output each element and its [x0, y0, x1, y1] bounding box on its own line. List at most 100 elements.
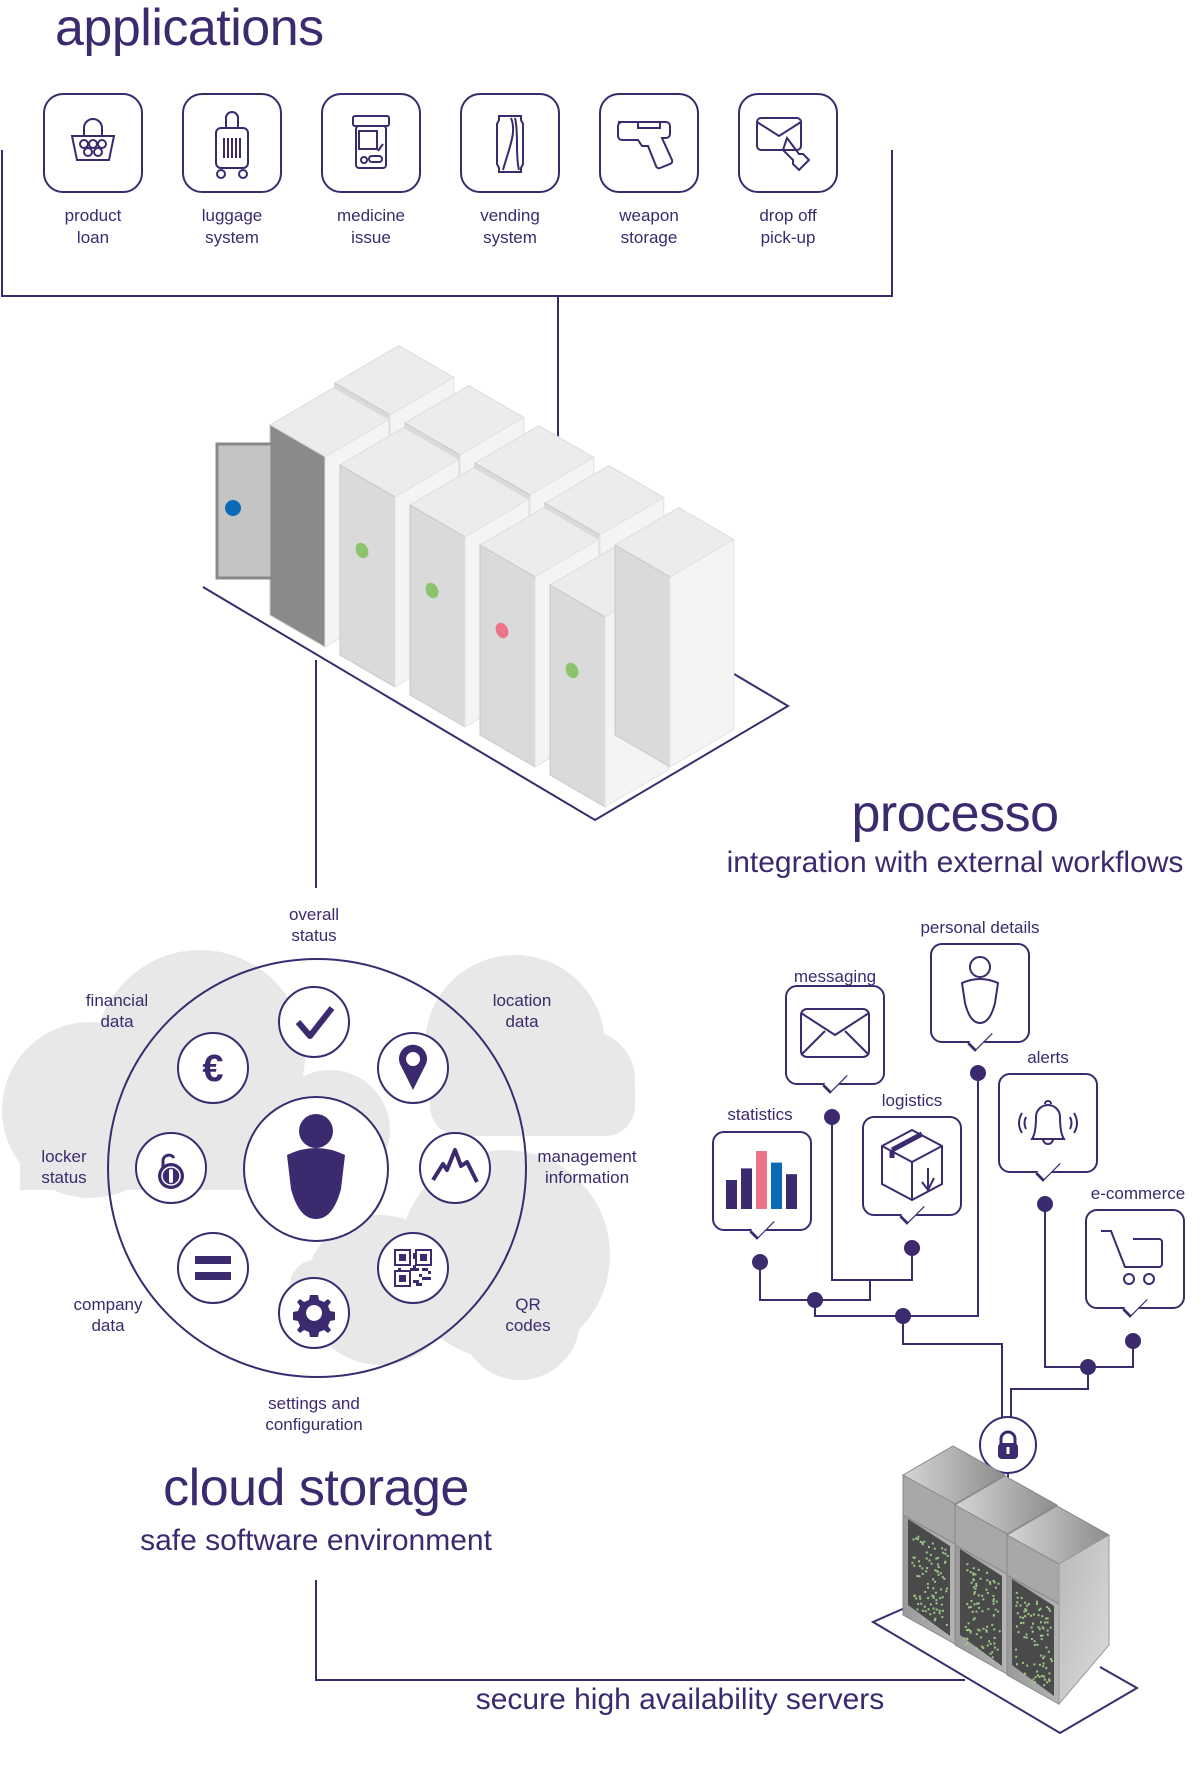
- node-alerts: [1037, 1196, 1053, 1212]
- app-label-line2: system: [483, 228, 537, 247]
- segment-locker-status[interactable]: [135, 1132, 207, 1204]
- node-junction-3: [1080, 1359, 1096, 1375]
- label-personal-details: personal details: [920, 918, 1040, 937]
- shopping-cart-icon: [1101, 1230, 1163, 1285]
- app-label-line2: loan: [76, 228, 110, 247]
- locker-back-5[interactable]: [614, 507, 735, 768]
- security-hub[interactable]: [979, 1416, 1037, 1474]
- locker-bank: [215, 345, 735, 808]
- segment-overall-status[interactable]: [278, 986, 350, 1058]
- processo-e-commerce[interactable]: [1085, 1209, 1185, 1329]
- node-logistics: [904, 1240, 920, 1256]
- app-label-line1: luggage: [201, 206, 263, 225]
- label-logistics: logistics: [881, 1091, 943, 1110]
- app-luggage-system[interactable]: luggage system: [182, 93, 282, 253]
- segment-qr-codes[interactable]: [377, 1232, 449, 1304]
- processo-statistics[interactable]: [712, 1131, 812, 1251]
- cloud-storage-title: cloud storage: [163, 1459, 469, 1517]
- applications-row: product loan luggage system medicine issue: [0, 93, 900, 263]
- node-junction-2: [895, 1308, 911, 1324]
- label-e-commerce: e-commerce: [1090, 1184, 1186, 1203]
- cloud-center-user[interactable]: [243, 1096, 389, 1242]
- app-medicine-issue[interactable]: medicine issue: [321, 93, 421, 253]
- label-statistics: statistics: [727, 1105, 793, 1124]
- bar-chart-icon: [726, 1151, 797, 1209]
- cloud-to-servers-line: [315, 1580, 965, 1681]
- status-light-red: [495, 622, 509, 639]
- envelope-hand-icon: [738, 93, 838, 193]
- app-vending-system[interactable]: vending system: [460, 93, 560, 253]
- app-label-line1: weapon: [619, 206, 679, 225]
- locker-bank-illustration: [215, 345, 735, 808]
- server-display: [908, 1519, 950, 1636]
- cloud-storage-subtitle: safe software environment: [140, 1524, 492, 1557]
- locker-open-door[interactable]: [215, 442, 274, 580]
- stat-bar: [771, 1162, 782, 1209]
- app-drop-off-pick-up[interactable]: drop off pick-up: [738, 93, 838, 253]
- applications-bracket: [1, 150, 893, 297]
- app-weapon-storage[interactable]: weapon storage: [599, 93, 699, 253]
- euro-icon: €: [202, 1048, 223, 1090]
- bell-icon: [1018, 1100, 1078, 1145]
- app-label-line1: product: [64, 206, 122, 225]
- server-side: [1058, 1534, 1110, 1706]
- segment-settings-configuration[interactable]: [278, 1277, 350, 1349]
- node-junction-1: [807, 1292, 823, 1308]
- status-light-green: [565, 662, 579, 679]
- segment-financial-data[interactable]: €: [177, 1032, 249, 1104]
- stat-bar: [756, 1151, 767, 1209]
- mountain-graph-icon: [431, 1148, 479, 1183]
- processo-personal-details[interactable]: [930, 943, 1030, 1063]
- user-icon: [287, 1114, 345, 1219]
- svg-text:€: €: [202, 1048, 223, 1090]
- app-product-loan[interactable]: product loan: [43, 93, 143, 253]
- gear-icon: [293, 1295, 335, 1337]
- processo-logistics[interactable]: [862, 1116, 962, 1236]
- app-label-line1: medicine: [336, 206, 406, 225]
- segment-location-data[interactable]: [377, 1032, 449, 1104]
- soda-can-icon: [460, 93, 560, 193]
- app-label-line1: drop off: [759, 206, 817, 225]
- node-messaging: [824, 1109, 840, 1125]
- server-platform: [870, 1599, 1140, 1735]
- package-icon: [881, 1128, 943, 1202]
- stat-bar: [741, 1168, 752, 1209]
- pistol-icon: [599, 93, 699, 193]
- app-label-line1: vending: [480, 206, 540, 225]
- app-label-line2: storage: [620, 228, 678, 247]
- cloud-storage-wheel: [107, 958, 527, 1378]
- servers-label: secure high availability servers: [475, 1683, 885, 1716]
- app-label-line2: pick-up: [760, 228, 816, 247]
- server-unit: [953, 1475, 1059, 1675]
- equals-icon: [195, 1256, 231, 1280]
- processo-title: processo: [851, 785, 1060, 843]
- app-label-line2: issue: [351, 228, 391, 247]
- envelope-icon: [800, 1008, 870, 1058]
- checkmark-icon: [295, 1006, 335, 1039]
- processo-alerts[interactable]: [998, 1073, 1098, 1193]
- node-statistics: [752, 1254, 768, 1270]
- server-unit: [901, 1445, 1007, 1645]
- segment-management-information[interactable]: [419, 1132, 491, 1204]
- segment-company-data[interactable]: [177, 1232, 249, 1304]
- applications-title: applications: [55, 0, 324, 57]
- label-alerts: alerts: [1027, 1048, 1069, 1067]
- processo-subtitle: integration with external workflows: [726, 846, 1184, 879]
- stat-bar: [786, 1174, 797, 1209]
- luggage-icon: [182, 93, 282, 193]
- shopping-basket-icon: [43, 93, 143, 193]
- processo-messaging[interactable]: [785, 985, 885, 1105]
- status-light-green: [355, 542, 369, 559]
- app-label-line2: system: [205, 228, 259, 247]
- user-outline-icon: [960, 956, 1000, 1025]
- stat-bar: [726, 1180, 737, 1209]
- label-messaging: messaging: [793, 967, 877, 986]
